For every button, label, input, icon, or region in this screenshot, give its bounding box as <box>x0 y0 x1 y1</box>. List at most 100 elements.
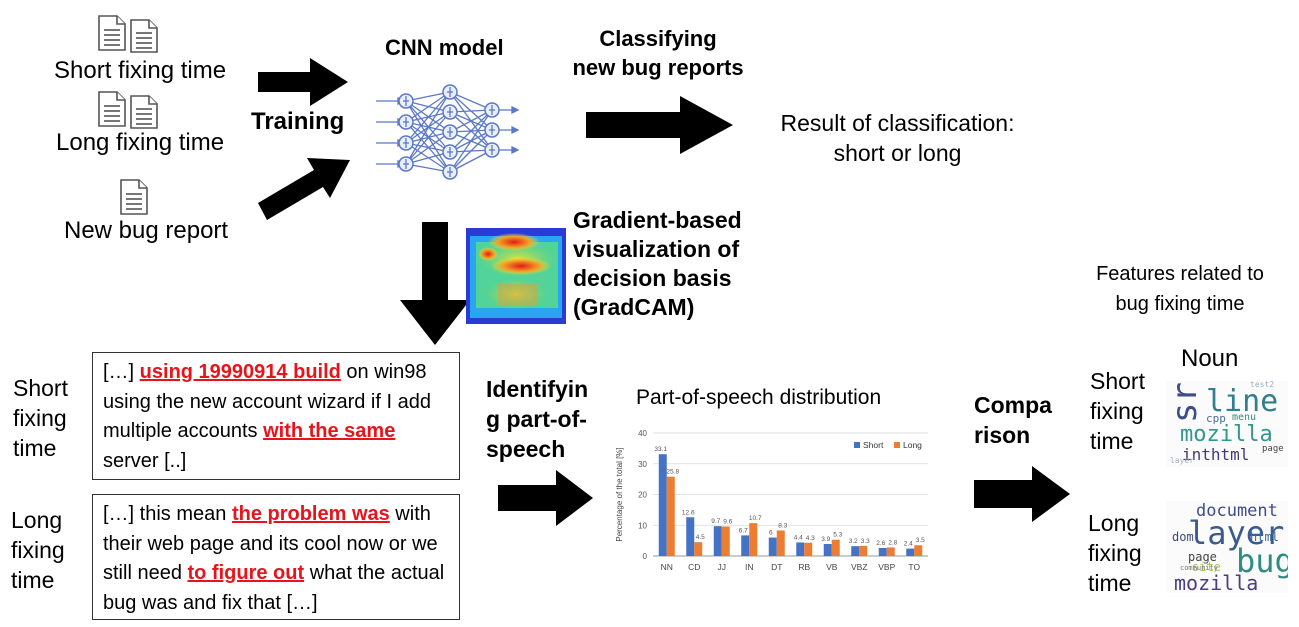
noun-short-line-2: fixing <box>1090 398 1144 424</box>
example-short-text-2: on win98 using the new account wizard if… <box>103 361 431 442</box>
document-pair-icon-short <box>98 15 158 53</box>
chart-xtick-label: NN <box>661 562 673 572</box>
chart-data-label: 6 <box>769 530 773 537</box>
wordcloud-long-word-4: mozilla <box>1174 571 1259 593</box>
example-long-highlight-2: to figure out <box>187 562 305 584</box>
wordcloud-short-word-5: cpp <box>1206 412 1226 425</box>
chart-bar-long-TO <box>914 545 923 556</box>
arrow-identify <box>498 470 593 526</box>
noun-long-line-1: Long <box>1088 510 1140 536</box>
gradcam-line-1: Gradient-based <box>573 207 742 233</box>
wordcloud-long-word-3: bug <box>1236 542 1288 580</box>
wordcloud-long-word-5: page <box>1188 550 1217 564</box>
document-pair-icon-long <box>98 91 158 129</box>
example-long-line-3: time <box>11 567 55 593</box>
chart-bar-short-VB <box>823 544 832 556</box>
chart-bar-long-DT <box>776 530 785 556</box>
chart-bar-long-CD <box>694 542 703 556</box>
chart-bar-short-RB <box>796 542 805 556</box>
noun-short-line-3: time <box>1090 428 1134 454</box>
chart-data-label: 3.9 <box>821 536 830 543</box>
wordcloud-long: document layer bug mozilla page html dom… <box>1166 501 1288 593</box>
chart-bar-long-RB <box>804 542 813 556</box>
chart-bar-short-VBP <box>878 548 887 556</box>
chart-ytick-label: 30 <box>638 460 647 469</box>
arrow-new-to-cnn <box>258 158 350 220</box>
cnn-network-icon <box>376 84 520 180</box>
chart-data-label: 2.4 <box>904 541 913 548</box>
result-line-2: short or long <box>833 140 962 166</box>
chart-legend-swatch <box>894 442 900 448</box>
example-long-text-2: with their web page and its cool now or … <box>103 503 438 584</box>
wordcloud-long-word-6: html <box>1250 530 1279 544</box>
wordcloud-long-word-8: site <box>1192 560 1221 574</box>
chart-bar-long-VBP <box>886 547 895 556</box>
chart-data-label: 9.6 <box>723 518 732 525</box>
arrow-compare <box>974 466 1070 522</box>
chart-data-label: 4.3 <box>806 535 815 542</box>
input-long-label: Long fixing time <box>56 129 225 156</box>
wordcloud-short-word-1: src <box>1166 381 1205 423</box>
chart-xtick-label: DT <box>771 562 782 572</box>
chart-bar-short-CD <box>686 517 695 556</box>
input-short-label: Short fixing time <box>54 57 227 84</box>
noun-short-label: Short fixing time <box>1090 366 1145 456</box>
wordcloud-long-word-1: document <box>1196 501 1278 521</box>
noun-long-line-3: time <box>1088 570 1132 596</box>
chart-data-label: 10.7 <box>749 515 762 522</box>
compare-line-2: rison <box>974 422 1031 448</box>
arrow-down <box>400 222 470 345</box>
wordcloud-short-word-9: layer <box>1170 456 1195 465</box>
identify-label: Identifyin g part-of- speech <box>486 374 588 464</box>
result-label: Result of classification: short or long <box>750 108 1045 168</box>
arrow-classify <box>586 96 733 154</box>
features-line-1: Features related to <box>1096 263 1264 285</box>
chart-bar-short-TO <box>906 548 915 556</box>
gradcam-label: Gradient-based visualization of decision… <box>573 206 742 322</box>
chart-data-label: 4.4 <box>794 534 803 541</box>
gradcam-line-2: visualization of <box>573 236 740 262</box>
example-short-label: Short fixing time <box>13 373 68 463</box>
example-long-text-1: […] this mean <box>103 503 232 525</box>
chart-ylabel: Percentage of the total [%] <box>615 447 624 541</box>
chart-title: Part-of-speech distribution <box>636 386 882 409</box>
chart-data-label: 4.5 <box>696 534 705 541</box>
chart-bar-long-NN <box>666 476 675 556</box>
cnn-title: CNN model <box>385 35 504 60</box>
chart-bar-long-JJ <box>721 526 730 556</box>
example-short-text-3: server [..] <box>103 449 187 472</box>
example-long-line-1: Long <box>11 507 63 533</box>
chart-data-label: 6.7 <box>739 527 748 534</box>
chart-data-label: 3.3 <box>861 538 870 545</box>
identify-line-3: speech <box>486 436 566 462</box>
chart-bar-long-VB <box>831 539 840 556</box>
chart-bar-short-VBZ <box>851 546 860 556</box>
chart-bar-short-JJ <box>713 526 722 556</box>
wordcloud-short-word-6: menu <box>1232 412 1257 423</box>
chart-bar-short-IN <box>741 535 750 556</box>
input-new-label: New bug report <box>64 217 229 244</box>
result-line-1: Result of classification: <box>780 110 1015 136</box>
chart-legend-label: Long <box>903 440 922 450</box>
wordcloud-long-word-7: dom <box>1172 530 1194 544</box>
chart-ytick-label: 0 <box>643 552 648 561</box>
example-long-text-3: what the actual bug was and fix that […] <box>103 562 445 614</box>
chart-legend-swatch <box>854 442 860 448</box>
chart-xtick-label: RB <box>798 562 810 572</box>
example-short-line-2: fixing <box>13 405 67 431</box>
wordcloud-short-word-4: inthtml <box>1182 445 1250 464</box>
chart-data-label: 2.8 <box>888 539 897 546</box>
identify-line-1: Identifyin <box>486 376 589 402</box>
noun-long-label: Long fixing time <box>1088 508 1142 598</box>
features-line-2: bug fixing time <box>1115 293 1245 315</box>
arrow-short-to-cnn <box>258 58 348 106</box>
document-icon-new <box>120 179 148 215</box>
chart-data-label: 25.8 <box>666 469 679 476</box>
chart-bar-short-DT <box>768 537 777 556</box>
example-long-box: […] this mean the problem was with their… <box>92 494 460 620</box>
chart-xtick-label: JJ <box>718 562 727 572</box>
chart-bar-short-NN <box>658 454 667 556</box>
chart-data-label: 2.6 <box>876 540 885 547</box>
